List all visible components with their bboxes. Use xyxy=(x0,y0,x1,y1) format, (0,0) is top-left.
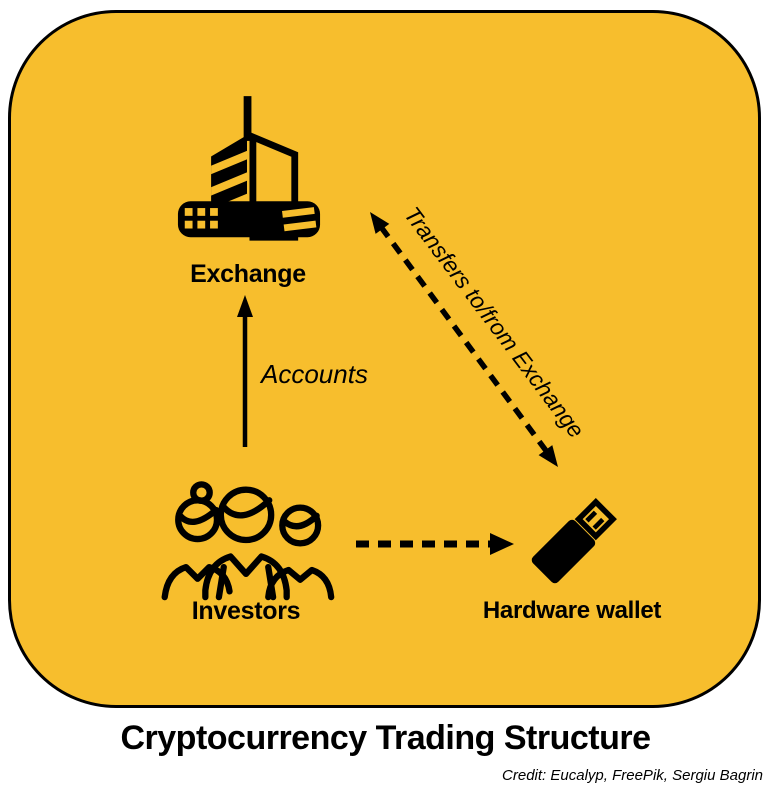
accounts-edge-label: Accounts xyxy=(261,359,368,389)
investors-label: Investors xyxy=(191,597,301,625)
exchange-building-icon xyxy=(177,96,321,241)
investors-icon xyxy=(161,481,335,601)
hardware-wallet-label: Hardware wallet xyxy=(482,597,662,624)
credit-text: Credit: Eucalyp, FreePik, Sergiu Bagrin xyxy=(502,767,763,784)
exchange-label: Exchange xyxy=(190,260,306,288)
usb-hardware-wallet-icon xyxy=(531,498,617,584)
diagram-title: Cryptocurrency Trading Structure xyxy=(120,719,651,757)
